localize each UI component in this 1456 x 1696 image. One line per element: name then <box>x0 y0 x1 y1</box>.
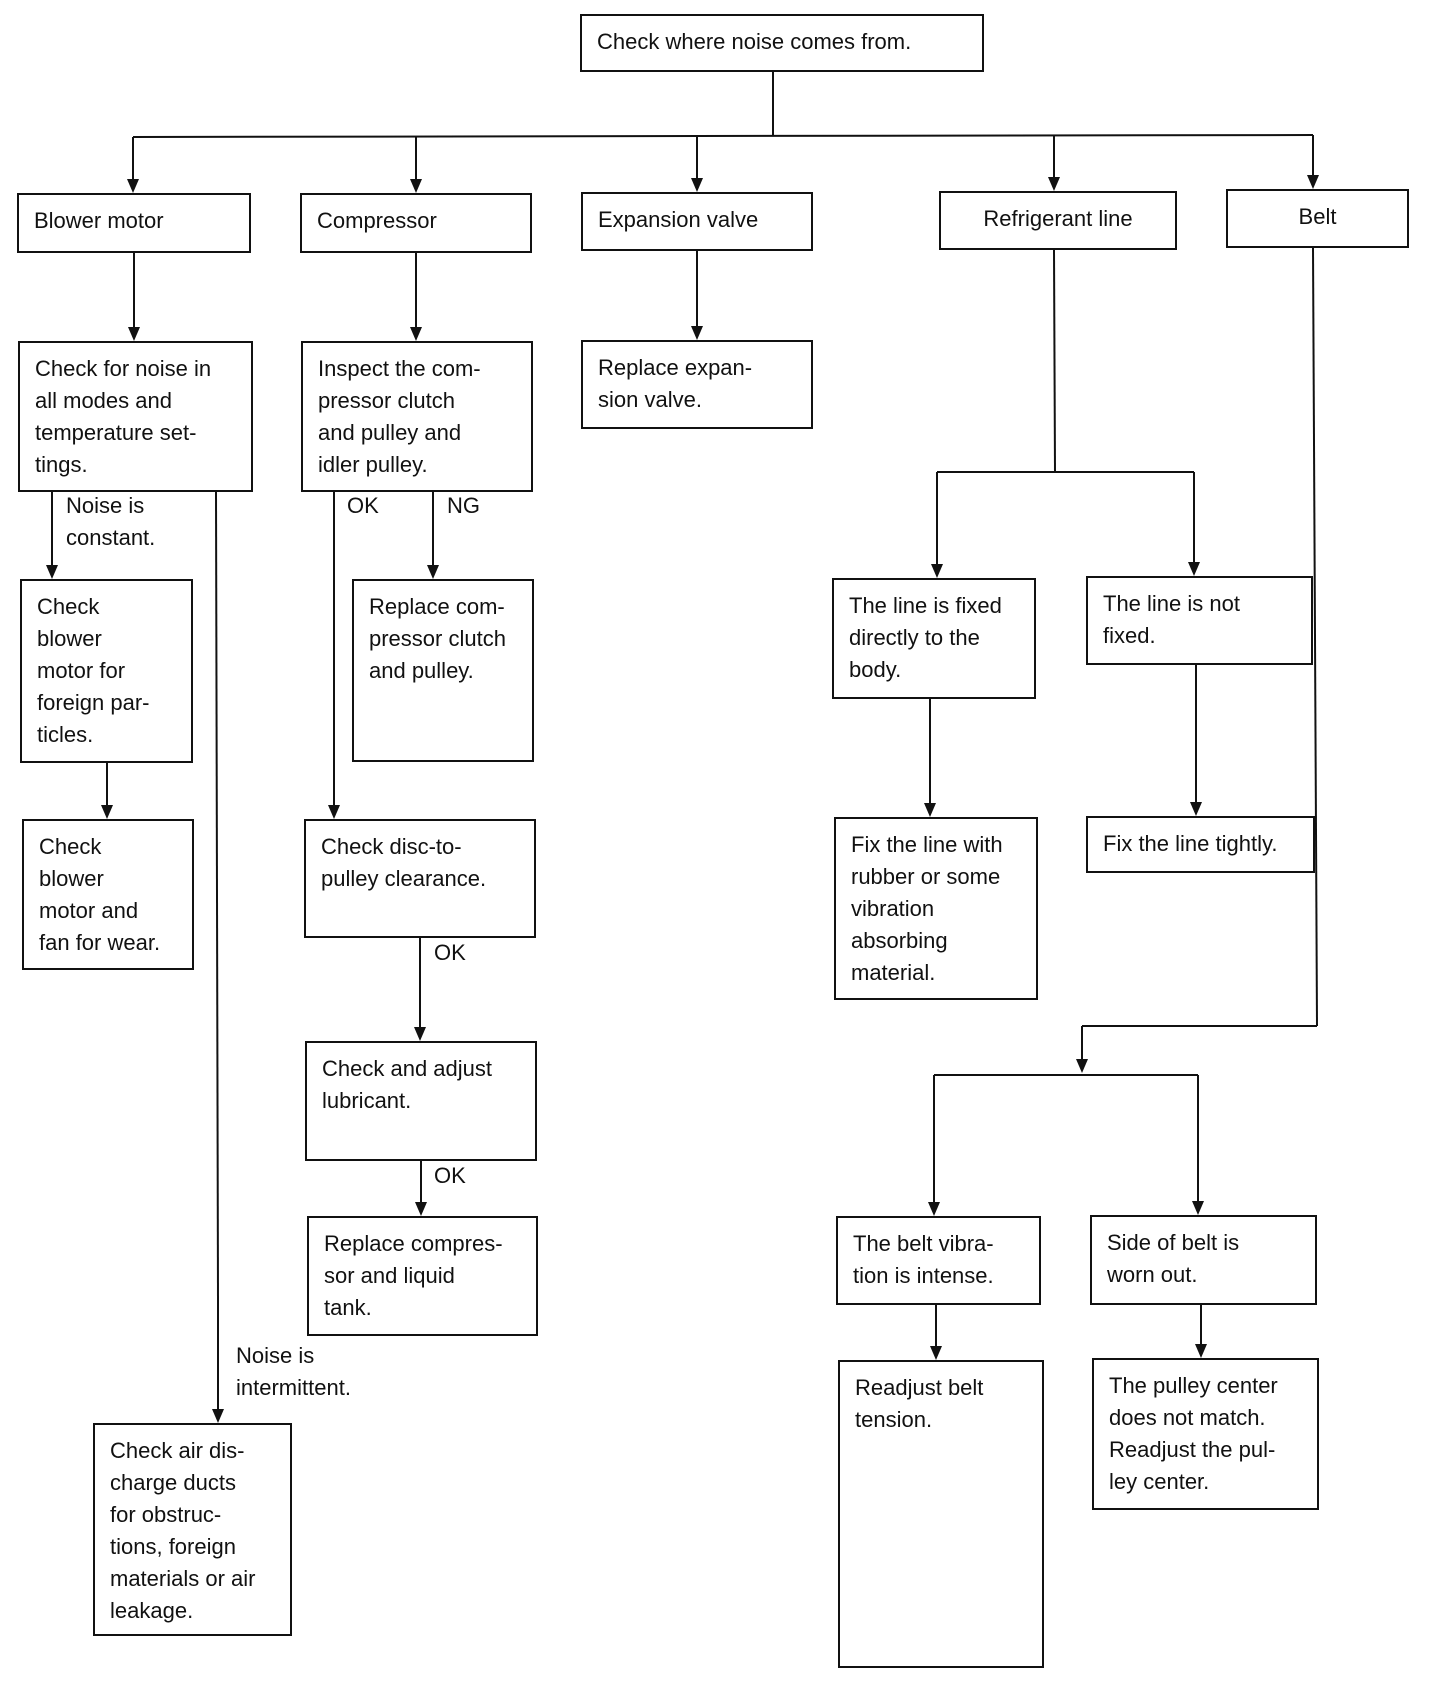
node-blower-motor: Blower motor <box>17 193 251 253</box>
node-line-not-fixed: The line is not fixed. <box>1086 576 1313 665</box>
connector-line-18 <box>215 491 219 1301</box>
arrowhead-36 <box>931 564 943 578</box>
connector-line-43 <box>1312 247 1318 1027</box>
node-belt-vibration: The belt vibra- tion is intense. <box>836 1216 1041 1305</box>
node-readjust-tension: Readjust belt tension. <box>838 1360 1044 1668</box>
connector-line-1 <box>132 134 1314 138</box>
node-fix-line-rubber: Fix the line with rubber or some vibrati… <box>834 817 1038 1000</box>
arrowhead-15 <box>46 565 58 579</box>
arrowhead-11 <box>1307 175 1319 189</box>
arrowhead-22 <box>410 327 422 341</box>
node-check-blower-particles: Check blower motor for foreign par- ticl… <box>20 579 193 763</box>
node-check-air-ducts: Check air dis- charge ducts for obstruc-… <box>93 1423 292 1636</box>
arrowhead-55 <box>1195 1344 1207 1358</box>
node-line-fixed: The line is fixed directly to the body. <box>832 578 1036 699</box>
edge-label-noise-constant: Noise is constant. <box>66 493 156 550</box>
node-inspect-clutch: Inspect the com- pressor clutch and pull… <box>301 341 533 492</box>
node-refrigerant-line: Refrigerant line <box>939 191 1177 250</box>
arrowhead-38 <box>1188 562 1200 576</box>
arrowhead-26 <box>328 805 340 819</box>
node-replace-compressor: Replace compres- sor and liquid tank. <box>307 1216 538 1336</box>
arrowhead-49 <box>928 1202 940 1216</box>
arrowhead-7 <box>691 178 703 192</box>
node-pulley-center: The pulley center does not match. Readju… <box>1092 1358 1319 1510</box>
arrowhead-9 <box>1048 177 1060 191</box>
arrowhead-46 <box>1076 1059 1088 1073</box>
arrowhead-28 <box>414 1027 426 1041</box>
connector-line-33 <box>1053 249 1056 473</box>
node-replace-expansion-valve: Replace expan- sion valve. <box>581 340 813 429</box>
arrowhead-20 <box>212 1409 224 1423</box>
arrowhead-30 <box>415 1202 427 1216</box>
arrowhead-32 <box>691 326 703 340</box>
edge-label-ok-lubricant: OK <box>434 1163 466 1188</box>
arrowhead-17 <box>101 805 113 819</box>
arrowhead-13 <box>128 327 140 341</box>
node-start: Check where noise comes from. <box>580 14 984 72</box>
node-check-blower-fan-wear: Check blower motor and fan for wear. <box>22 819 194 970</box>
arrowhead-51 <box>1192 1201 1204 1215</box>
arrowhead-40 <box>924 803 936 817</box>
arrowhead-5 <box>410 179 422 193</box>
node-check-noise-modes: Check for noise in all modes and tempera… <box>18 341 253 492</box>
arrowhead-24 <box>427 565 439 579</box>
edge-label-ng-clutch: NG <box>447 493 480 518</box>
arrowhead-3 <box>127 179 139 193</box>
arrowhead-42 <box>1190 802 1202 816</box>
node-check-lubricant: Check and adjust lubricant. <box>305 1041 537 1161</box>
node-expansion-valve: Expansion valve <box>581 192 813 251</box>
node-belt: Belt <box>1226 189 1409 248</box>
edge-label-ok-disc: OK <box>434 940 466 965</box>
node-check-disc-clearance: Check disc-to- pulley clearance. <box>304 819 536 938</box>
edge-label-noise-intermittent: Noise is intermittent. <box>236 1343 351 1400</box>
node-fix-line-tightly: Fix the line tightly. <box>1086 816 1315 873</box>
edge-label-ok-clutch: OK <box>347 493 379 518</box>
node-replace-clutch: Replace com- pressor clutch and pulley. <box>352 579 534 762</box>
node-compressor: Compressor <box>300 193 532 253</box>
node-belt-side-worn: Side of belt is worn out. <box>1090 1215 1317 1305</box>
arrowhead-53 <box>930 1346 942 1360</box>
